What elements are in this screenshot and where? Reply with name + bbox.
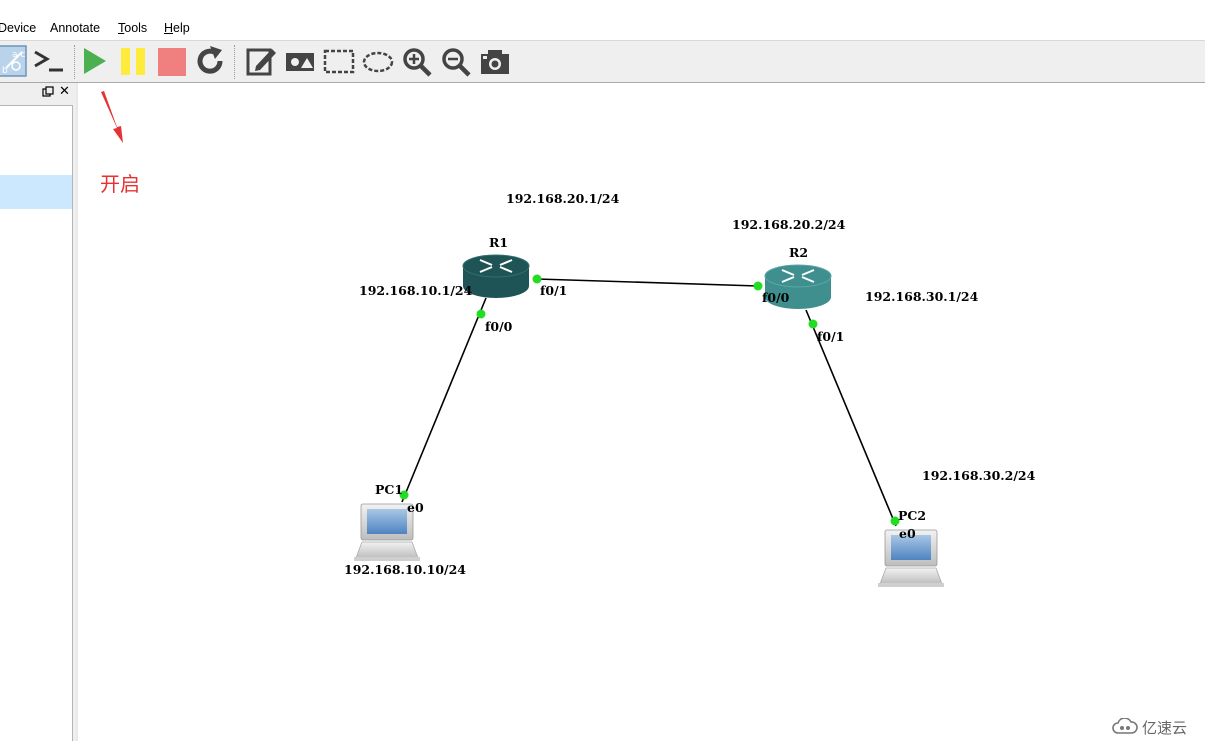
r2-f00-status [753,281,763,291]
toolbar-separator [74,45,75,79]
annotation-text: 开启 [100,172,140,196]
menu-tools[interactable]: Tools [118,21,148,35]
draw-ellipse-icon[interactable] [361,44,395,78]
watermark: 亿速云 [1112,716,1187,738]
pc2-laptop-icon[interactable] [878,529,944,587]
link-status-dots [399,274,900,526]
screenshot-icon[interactable] [478,44,512,78]
draw-rectangle-icon[interactable] [322,44,356,78]
ip-label-r1-f00: 192.168.10.1/24 [359,283,473,298]
toolbar: a c b [0,40,1205,83]
port-label-r1-f01: f0/1 [540,283,567,298]
r1-f00-status [476,309,486,319]
pc1-name-label: PC1 [375,482,403,497]
close-icon[interactable]: ✕ [59,84,70,99]
cloud-logo-icon [1112,718,1138,734]
r1-f01-status [532,274,542,284]
device-list[interactable] [0,105,73,741]
topology-canvas[interactable] [76,83,1205,741]
stop-icon[interactable] [155,44,189,78]
console-icon[interactable] [32,44,66,78]
port-label-pc1-e0: e0 [407,500,424,515]
pc2-e0-status [890,516,900,526]
show-interface-labels-icon[interactable]: a c b [0,44,28,78]
port-label-r2-f01: f0/1 [817,329,844,344]
toolbar-separator [234,45,235,79]
menu-device[interactable]: Device [0,21,37,35]
selected-list-item[interactable] [0,175,72,209]
float-icon[interactable] [42,86,54,98]
reload-icon[interactable] [193,44,227,78]
svg-text:b: b [2,66,8,76]
ip-label-pc2: 192.168.30.2/24 [922,468,1036,483]
port-label-r2-f00: f0/0 [762,290,790,305]
menu-annotate[interactable]: Annotate [50,21,101,35]
menu-help[interactable]: Help [164,21,190,35]
router-r2[interactable] [764,264,832,309]
pc1-e0-status [399,490,409,500]
suspend-icon[interactable] [116,44,150,78]
r1-name-label: R1 [489,235,508,250]
link-r1-pc1[interactable] [401,297,487,503]
port-label-pc2-e0: e0 [899,526,916,541]
watermark-text: 亿速云 [1142,718,1188,737]
pc1-laptop-icon[interactable] [354,503,420,561]
menu-bar: Device Annotate Tools Help [0,0,1205,40]
ip-label-r2-f01: 192.168.30.1/24 [865,289,979,304]
r2-f01-status [808,319,818,329]
ip-label-r1-f01: 192.168.20.1/24 [506,191,620,206]
link-r2-pc2[interactable] [805,309,897,527]
ip-label-r2-f00: 192.168.20.2/24 [732,217,846,232]
link-r1-r2[interactable] [536,278,759,287]
start-icon[interactable] [78,44,112,78]
pc2-name-label: PC2 [898,508,926,523]
devices-dock: ✕ [0,83,76,741]
dock-header: ✕ [0,83,76,103]
router-r1[interactable] [462,254,530,298]
r2-name-label: R2 [789,245,808,260]
svg-text:a c: a c [12,50,25,60]
zoom-out-icon[interactable] [439,44,473,78]
port-label-r1-f00: f0/0 [485,319,513,334]
ip-label-pc1: 192.168.10.10/24 [344,562,466,577]
add-note-icon[interactable] [244,44,278,78]
zoom-in-icon[interactable] [400,44,434,78]
insert-image-icon[interactable] [283,44,317,78]
